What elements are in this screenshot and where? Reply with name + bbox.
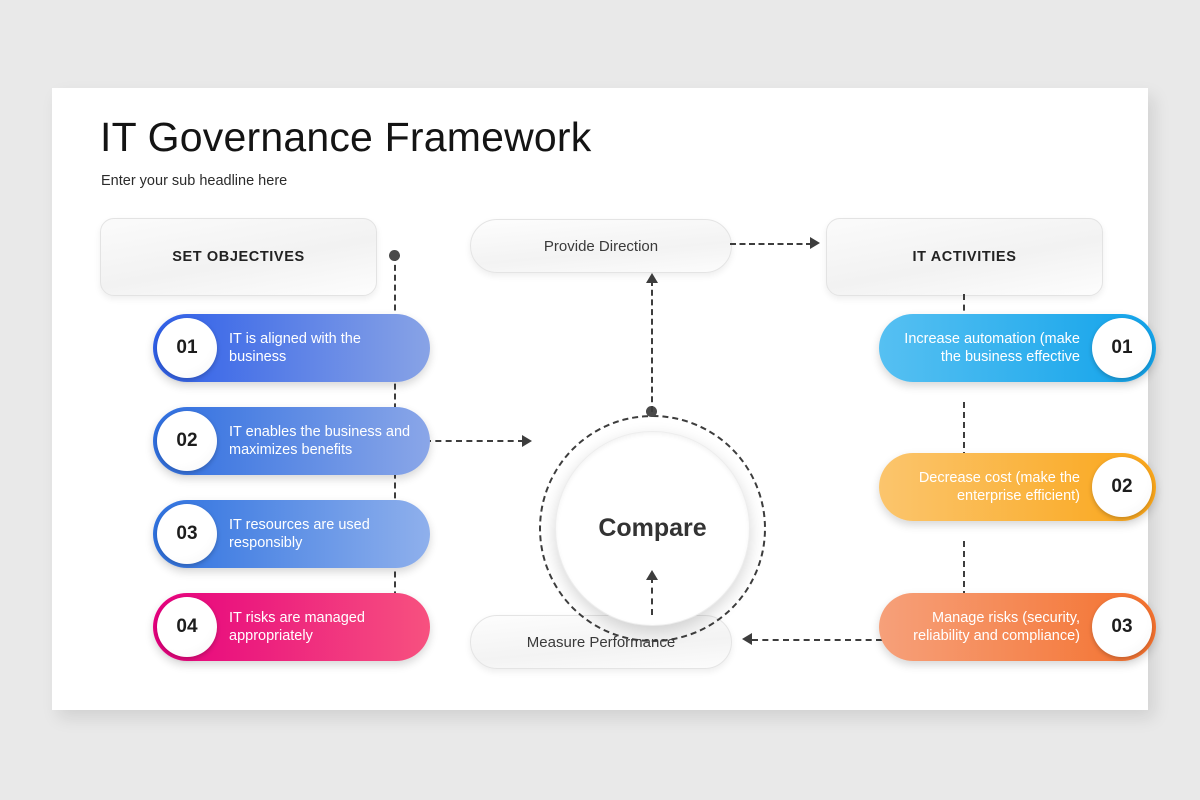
connector-measure-to-center	[651, 577, 653, 615]
connector-right-seg-1	[963, 294, 965, 332]
badge-number: 02	[1092, 457, 1152, 517]
connector-direction-to-activities	[730, 243, 812, 245]
list-item-label: Increase automation (make the business e…	[904, 330, 1080, 365]
list-item-right-01[interactable]: 01 Increase automation (make the busines…	[879, 314, 1156, 382]
list-item-left-02[interactable]: 02 IT enables the business and maximizes…	[153, 407, 430, 475]
arrow-up-to-compare-icon	[646, 570, 658, 580]
list-item-label: IT risks are managed appropriately	[229, 609, 365, 644]
page-title: IT Governance Framework	[100, 114, 592, 160]
connector-left-top-dot-icon	[389, 250, 400, 261]
list-item-left-04[interactable]: 04 IT risks are managed appropriately	[153, 593, 430, 661]
list-item-left-01[interactable]: 01 IT is aligned with the business	[153, 314, 430, 382]
connector-activities-to-measure	[752, 639, 882, 641]
header-set-objectives[interactable]: SET OBJECTIVES	[100, 218, 377, 296]
badge-number: 01	[1092, 318, 1152, 378]
arrow-right-to-activities-icon	[810, 237, 820, 249]
badge-number: 03	[1092, 597, 1152, 657]
compare-circle[interactable]: Compare	[555, 431, 750, 626]
connector-left-to-center	[394, 440, 524, 442]
connector-center-to-direction	[651, 280, 653, 412]
badge-number: 03	[157, 504, 217, 564]
label-provide-direction[interactable]: Provide Direction	[470, 219, 732, 273]
arrow-up-to-direction-icon	[646, 273, 658, 283]
list-item-left-03[interactable]: 03 IT resources are used responsibly	[153, 500, 430, 568]
list-item-right-03[interactable]: 03 Manage risks (security, reliability a…	[879, 593, 1156, 661]
list-item-label: Decrease cost (make the enterprise effic…	[918, 469, 1080, 504]
connector-right-seg-3	[963, 541, 965, 607]
badge-number: 02	[157, 411, 217, 471]
connector-right-seg-2	[963, 402, 965, 468]
arrow-right-to-compare-icon	[522, 435, 532, 447]
badge-number: 01	[157, 318, 217, 378]
list-item-label: IT resources are used responsibly	[229, 516, 370, 551]
badge-number: 04	[157, 597, 217, 657]
arrow-left-to-measure-icon	[742, 633, 752, 645]
list-item-label: IT is aligned with the business	[229, 330, 361, 365]
slide-card: IT Governance Framework Enter your sub h…	[52, 88, 1156, 710]
header-it-activities[interactable]: IT ACTIVITIES	[826, 218, 1103, 296]
list-item-label: IT enables the business and maximizes be…	[229, 423, 411, 458]
page-subtitle: Enter your sub headline here	[101, 173, 288, 189]
list-item-right-02[interactable]: 02 Decrease cost (make the enterprise ef…	[879, 453, 1156, 521]
list-item-label: Manage risks (security, reliability and …	[913, 609, 1080, 644]
